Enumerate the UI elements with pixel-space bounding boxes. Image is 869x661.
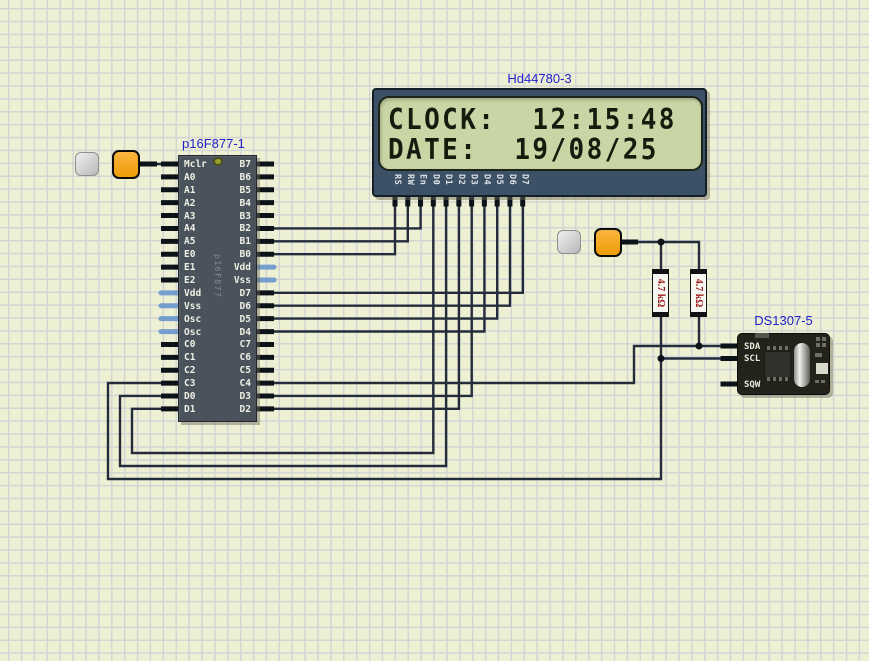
pin-label: B6: [239, 171, 251, 183]
wire-d3-lcd-d3: [272, 204, 473, 398]
pullup-resistor-sda[interactable]: 4.7 kΩ: [690, 269, 707, 317]
wire-b2-lcd-en: [272, 204, 422, 230]
pin-label: C4: [239, 378, 251, 390]
pin-label: A4: [184, 223, 196, 235]
pin-label: A0: [184, 171, 196, 183]
pin-label: A1: [184, 184, 196, 196]
pic-ref-label: p16F877-1: [182, 136, 245, 151]
pin-label: D3: [468, 174, 479, 186]
pin-label: SDA: [744, 342, 761, 352]
lcd-text-line2: DATE: 19/08/25: [388, 134, 659, 167]
pin-label: D1: [184, 403, 196, 415]
pin-label: Osc: [184, 326, 202, 338]
wire-d5-lcd-d5: [272, 204, 499, 320]
rtc-battery-icon: [794, 343, 810, 387]
rtc-solder-pad: [755, 333, 769, 338]
junction-dot: [695, 342, 703, 350]
pin-label: D0: [184, 391, 196, 403]
lcd-ref-label: Hd44780-3: [507, 71, 572, 86]
pin-label: C1: [184, 352, 196, 364]
rtc-ic-chip-icon: [764, 351, 791, 378]
wire-d7-lcd-d7: [272, 204, 524, 294]
pin-label: D2: [239, 403, 251, 415]
wire-d4-lcd-d4: [272, 204, 486, 333]
pin-label: B2: [239, 223, 251, 235]
junction-dots: [657, 238, 703, 362]
pin-label: A3: [184, 210, 196, 222]
wire-d6-lcd-d6: [272, 204, 512, 307]
pin-label: D4: [239, 326, 251, 338]
pin-label: B4: [239, 197, 251, 209]
pin-label: Vss: [184, 300, 202, 312]
pin-label: C5: [239, 365, 251, 377]
lcd-screen: CLOCK: 12:15:48 DATE: 19/08/25: [378, 96, 703, 171]
pin-label: B1: [239, 236, 251, 248]
pin-label: C3: [184, 378, 196, 390]
pin-stubs[interactable]: [140, 161, 738, 412]
rtc-ref-label: DS1307-5: [754, 313, 813, 328]
pin-label: D5: [494, 174, 505, 186]
rtc-ds1307-component[interactable]: SDA SCL SQW: [737, 333, 830, 395]
toggle-button-idle-mclr[interactable]: [75, 152, 99, 176]
wire-c4-sda: [272, 344, 726, 385]
wire-b1-lcd-rw: [272, 204, 409, 243]
pin-label: C2: [184, 365, 196, 377]
wire-d2-lcd-d2: [272, 204, 461, 410]
pin-label: A5: [184, 236, 196, 248]
pin-label: A2: [184, 197, 196, 209]
pullup-resistor-scl[interactable]: 4.7 kΩ: [652, 269, 669, 317]
pin-label: D1: [443, 174, 454, 186]
wire-picD1-lcd-d0: [130, 204, 435, 455]
pin-label: RS: [392, 174, 402, 186]
pin-label: C0: [184, 339, 196, 351]
pin-label: D2: [455, 174, 466, 186]
pin-label: D6: [239, 300, 251, 312]
pin-label: Osc: [184, 313, 202, 325]
toggle-button-idle-pullups[interactable]: [557, 230, 581, 254]
wire-b0-lcd-rs: [272, 204, 397, 256]
pin-label: En: [417, 174, 428, 186]
wires[interactable]: [106, 162, 726, 481]
power-terminal-mclr[interactable]: [112, 150, 140, 179]
pin-label: D5: [239, 313, 251, 325]
pin-label: D0: [430, 174, 441, 186]
pin-label: SCL: [744, 354, 761, 364]
pin-label: C6: [239, 352, 251, 364]
pin-label: B3: [239, 210, 251, 222]
resistor-value-label: 4.7 kΩ: [693, 278, 704, 308]
resistor-value-label: 4.7 kΩ: [655, 278, 666, 308]
wire-pullup-terminal: [620, 240, 701, 271]
pin-label: RW: [404, 174, 415, 186]
pic-internal-part-label: p16F877: [213, 254, 222, 299]
wire-c3-scl-loop: [106, 315, 663, 481]
pin-label: D3: [239, 391, 251, 403]
wire-picD0-lcd-d1: [118, 204, 448, 468]
junction-dot: [657, 355, 665, 362]
pic-pin1-notch-icon: [212, 157, 223, 166]
pin-label: D7: [519, 174, 530, 186]
rtc-crystal-pad: [816, 363, 828, 374]
pin-label: SQW: [744, 380, 761, 390]
pin-label: B5: [239, 184, 251, 196]
pin-label: D6: [506, 174, 517, 186]
lcd-text-line1: CLOCK: 12:15:48: [388, 104, 677, 137]
junction-dot: [657, 238, 665, 246]
power-terminal-pullups[interactable]: [594, 228, 622, 257]
pin-label: D4: [481, 174, 492, 186]
pin-label: C7: [239, 339, 251, 351]
